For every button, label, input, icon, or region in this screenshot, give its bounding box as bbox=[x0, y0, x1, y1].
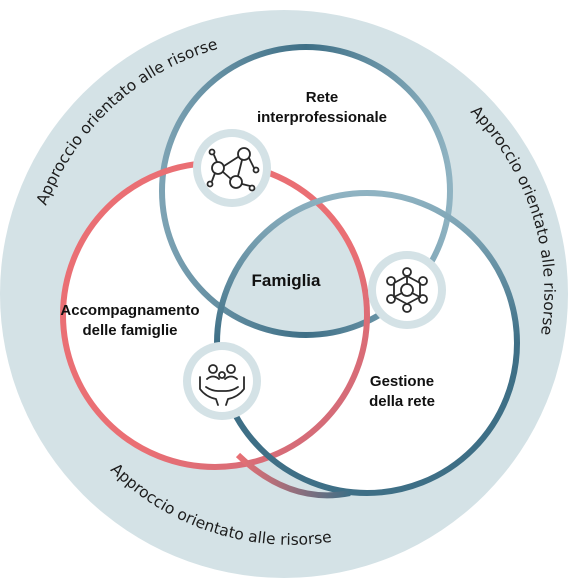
bottom-join-arc bbox=[235, 452, 351, 499]
label-left-line2: delle famiglie bbox=[82, 322, 177, 339]
network-hub-icon bbox=[368, 251, 446, 329]
family-in-hands-icon bbox=[183, 342, 261, 420]
label-left-line1: Accompagnamento bbox=[60, 302, 199, 319]
center-label: Famiglia bbox=[252, 271, 322, 290]
center-intersection bbox=[217, 193, 367, 335]
label-top-line1: Rete bbox=[306, 89, 339, 106]
label-right-line2: della rete bbox=[369, 393, 435, 410]
network-people-icon bbox=[193, 129, 271, 207]
label-right-line1: Gestione bbox=[370, 373, 434, 390]
circle-top-outline bbox=[159, 44, 453, 338]
label-top-line2: interprofessionale bbox=[257, 109, 387, 126]
